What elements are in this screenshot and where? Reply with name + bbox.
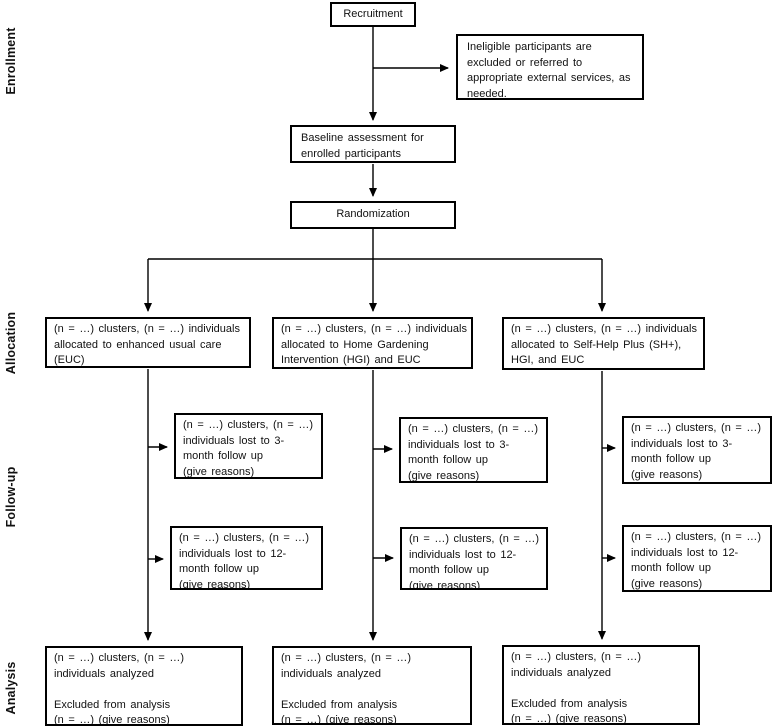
box-allocation-euc: (n = …) clusters, (n = …) individuals al… <box>45 317 251 368</box>
box-recruitment: Recruitment <box>330 2 416 27</box>
box-allocation-hgi-euc: (n = …) clusters, (n = …) individuals al… <box>272 317 473 369</box>
section-label-enrollment: Enrollment <box>4 27 18 95</box>
box-lost-3month-euc: (n = …) clusters, (n = …) individuals lo… <box>174 413 323 479</box>
box-lost-3month-hgi: (n = …) clusters, (n = …) individuals lo… <box>399 417 548 483</box>
section-label-followup: Follow-up <box>4 466 18 528</box>
box-ineligible-excluded: Ineligible participants are excluded or … <box>456 34 644 100</box>
box-analysis-euc: (n = …) clusters, (n = …) individuals an… <box>45 646 243 726</box>
box-allocation-shplus-hgi-euc: (n = …) clusters, (n = …) individuals al… <box>502 317 705 370</box>
section-label-analysis: Analysis <box>4 661 18 715</box>
box-randomization: Randomization <box>290 201 456 229</box>
section-label-allocation: Allocation <box>4 311 18 375</box>
box-lost-12month-euc: (n = …) clusters, (n = …) individuals lo… <box>170 526 323 590</box>
box-lost-3month-shplus: (n = …) clusters, (n = …) individuals lo… <box>622 416 772 484</box>
box-lost-12month-hgi: (n = …) clusters, (n = …) individuals lo… <box>400 527 548 590</box>
box-analysis-hgi: (n = …) clusters, (n = …) individuals an… <box>272 646 472 725</box>
box-analysis-shplus: (n = …) clusters, (n = …) individuals an… <box>502 645 700 725</box>
box-baseline-assessment: Baseline assessment for enrolled partici… <box>290 125 456 163</box>
box-lost-12month-shplus: (n = …) clusters, (n = …) individuals lo… <box>622 525 772 592</box>
